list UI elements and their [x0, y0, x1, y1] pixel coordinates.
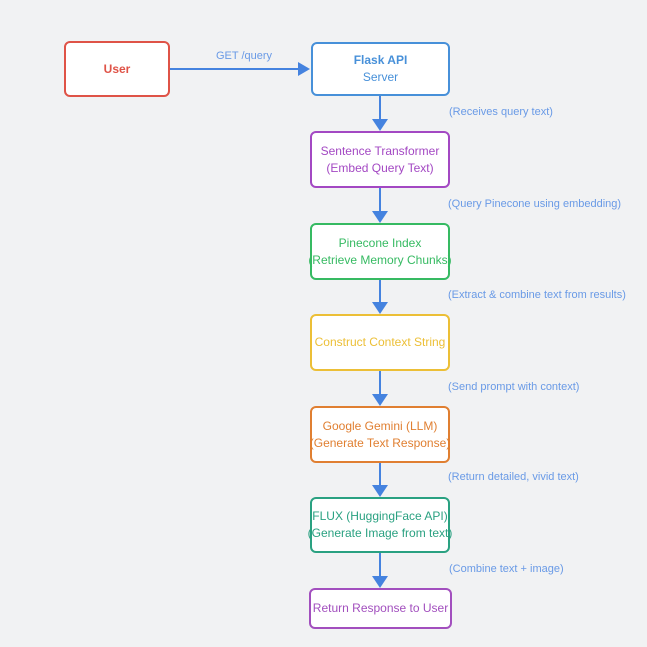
edge-label-send-prompt: (Send prompt with context) — [448, 381, 580, 393]
arrow-down-icon — [372, 211, 388, 223]
node-sentence-transformer: Sentence Transformer (Embed Query Text) — [310, 131, 450, 188]
node-sentence-transformer-sublabel: (Embed Query Text) — [326, 160, 434, 175]
node-pinecone-index-sublabel: (Retrieve Memory Chunks) — [308, 252, 452, 267]
node-pinecone-index-label: Pinecone Index — [338, 235, 422, 250]
arrow-down-icon — [372, 485, 388, 497]
arrow-down-icon — [372, 576, 388, 588]
edge-label-query-pinecone: (Query Pinecone using embedding) — [448, 198, 622, 210]
node-flask-api-label: Flask API — [353, 53, 408, 67]
arrow-down-icon — [372, 394, 388, 406]
node-flux-huggingface-label: FLUX (HuggingFace API) — [312, 509, 448, 523]
node-construct-context-string: Construct Context String — [310, 314, 450, 371]
node-google-gemini-label: Google Gemini (LLM) — [322, 418, 438, 433]
node-pinecone-index: Pinecone Index (Retrieve Memory Chunks) — [308, 223, 452, 280]
node-construct-context-string-label: Construct Context String — [314, 335, 446, 349]
node-google-gemini: Google Gemini (LLM) (Generate Text Respo… — [310, 406, 450, 463]
edge-label-return-vivid-text: (Return detailed, vivid text) — [448, 471, 579, 483]
node-return-response-label: Return Response to User — [312, 601, 449, 615]
arrow-down-icon — [372, 302, 388, 314]
node-return-response: Return Response to User — [309, 588, 452, 629]
arrow-down-icon — [372, 119, 388, 131]
arrow-context-to-gemini — [379, 371, 381, 395]
node-flask-api: Flask API Server — [311, 42, 450, 96]
edge-label-get-query: GET /query — [216, 50, 273, 62]
node-google-gemini-sublabel: (Generate Text Response) — [309, 435, 451, 450]
edge-label-receives-query: (Receives query text) — [449, 106, 553, 118]
node-flux-huggingface-sublabel: (Generate Image from text) — [307, 526, 453, 540]
edge-label-extract-combine: (Extract & combine text from results) — [448, 289, 626, 301]
arrow-sentence-to-pinecone — [379, 188, 381, 212]
node-user: User — [64, 41, 170, 97]
arrow-flux-to-return — [379, 553, 381, 577]
arrow-gemini-to-flux — [379, 463, 381, 486]
arrow-pinecone-to-context — [379, 280, 381, 303]
edge-label-combine-text-image: (Combine text + image) — [449, 563, 564, 575]
arrow-right-icon — [298, 62, 310, 76]
node-flux-huggingface: FLUX (HuggingFace API) (Generate Image f… — [307, 497, 453, 553]
arrow-flask-to-sentence — [379, 96, 381, 120]
node-flask-api-sublabel: Server — [362, 70, 399, 84]
node-user-label: User — [103, 61, 131, 76]
arrow-user-to-flask — [170, 68, 298, 70]
node-sentence-transformer-label: Sentence Transformer — [320, 143, 440, 158]
